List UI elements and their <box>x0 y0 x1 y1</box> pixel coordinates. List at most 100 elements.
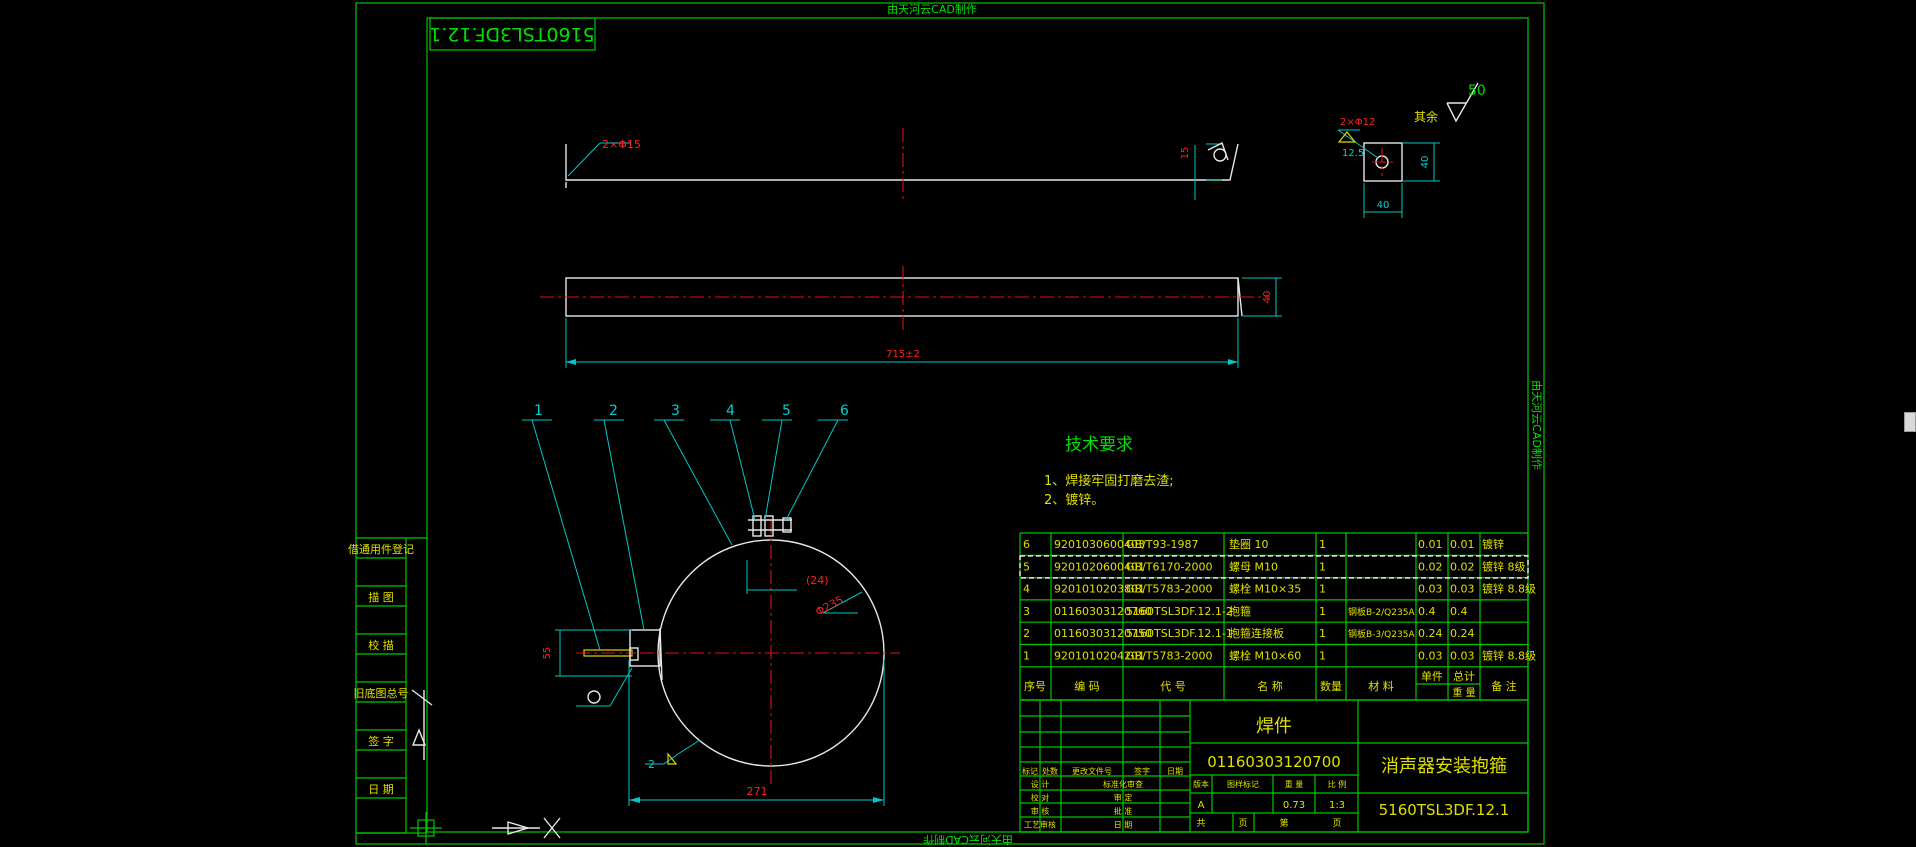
revision-label-4: 签字 <box>1134 766 1150 776</box>
section-weld-label: 2 <box>648 758 655 771</box>
drawing-number-box-text: 5160TSL3DF.12.1 <box>429 23 595 45</box>
title-stage-mark: A <box>1198 800 1205 811</box>
parts-row-4-col-3: GB/T5783-2000 <box>1126 583 1212 596</box>
parts-row-2-col-4: 抱箍连接板 <box>1229 626 1284 640</box>
title-scale: 1:3 <box>1329 800 1345 811</box>
left-panel-label-2: 描 图 <box>368 590 394 604</box>
watermark-top: 由天河云CAD制作 <box>887 2 977 16</box>
tech-req-title: 技术要求 <box>1065 435 1133 455</box>
parts-header-3: 代 号 <box>1160 680 1186 693</box>
sheet-label-1: 共 <box>1196 818 1205 829</box>
scrollbar-thumb[interactable] <box>1904 412 1916 432</box>
parts-header-8: 总计 <box>1453 669 1475 683</box>
parts-row-6-col-7: 0.01 <box>1418 538 1443 551</box>
front-view-length-dim: 715±2 <box>886 349 920 360</box>
parts-header-2: 编 码 <box>1074 679 1100 693</box>
detail-view: 2×Φ12 12.5 40 40 50 其余 <box>1337 82 1486 218</box>
parts-row-4-col-5: 1 <box>1319 583 1326 596</box>
parts-row-3-col-3: 5160TSL3DF.12.1-2 <box>1126 605 1233 618</box>
parts-row-1-col-9: 镀锌 8.8级 <box>1482 649 1536 663</box>
parts-row-5-col-8: 0.02 <box>1450 560 1475 573</box>
title-code: 01160303120700 <box>1207 753 1341 771</box>
parts-header-6: 材 料 <box>1368 679 1394 693</box>
detail-hole-label: 2×Φ12 <box>1340 117 1375 128</box>
callout-2: 2 <box>609 403 618 419</box>
stage-header-1: 图样标记 <box>1227 779 1259 789</box>
title-block: 焊件 01160303120700 消声器安装抱箍 5160TSL3DF.12.… <box>1019 699 1529 833</box>
callout-5: 5 <box>782 403 791 419</box>
top-view-hole-label: 2×Φ15 <box>602 138 641 151</box>
sheet-label-2: 页 <box>1238 818 1247 829</box>
detail-width-dim: 40 <box>1377 200 1390 211</box>
top-view-height-dim: 15 <box>1180 147 1191 160</box>
sheet-label-4: 页 <box>1332 818 1341 829</box>
role-label-2: 校 对 <box>1031 793 1050 803</box>
parts-row-4-col-2: 9201010203801 <box>1054 583 1145 596</box>
parts-row-6-col-8: 0.01 <box>1450 538 1475 551</box>
drawing-number-box: 5160TSL3DF.12.1 <box>429 17 596 51</box>
parts-header-9: 备 注 <box>1491 679 1517 693</box>
parts-row-4-col-4: 螺栓 M10×35 <box>1229 582 1301 596</box>
section-diameter-dim: Φ235 <box>813 593 845 618</box>
parts-row-3-col-6: 钢板B-2/Q235A <box>1348 606 1415 618</box>
detail-edge-offset: 12.5 <box>1342 148 1364 159</box>
parts-row-1-col-1: 1 <box>1023 650 1030 663</box>
role-label-b-1: 标准化审查 <box>1103 779 1143 789</box>
role-label-b-3: 批 准 <box>1114 806 1133 816</box>
callout-6: 6 <box>840 403 849 419</box>
callout-1: 1 <box>534 403 543 419</box>
role-label-b-2: 审 定 <box>1114 793 1133 803</box>
parts-row-5-col-7: 0.02 <box>1418 560 1443 573</box>
parts-row-3-col-5: 1 <box>1319 605 1326 618</box>
left-panel-label-1: 借通用件登记 <box>348 542 414 556</box>
section-gap-dim: (24) <box>806 574 829 587</box>
parts-row-3-col-8: 0.4 <box>1450 605 1468 618</box>
revision-label-3: 更改文件号 <box>1072 766 1112 776</box>
tech-requirements: 技术要求 1、焊接牢固打磨去渣; 2、镀锌。 <box>1044 435 1174 508</box>
parts-row-6-col-1: 6 <box>1023 538 1030 551</box>
parts-row-6-col-9: 镀锌 <box>1482 537 1504 551</box>
detail-height-dim: 40 <box>1420 156 1431 169</box>
parts-header-weight: 重 量 <box>1452 686 1475 699</box>
parts-header-5: 数量 <box>1320 680 1342 693</box>
watermark-right: 由天河云CAD制作 <box>1530 380 1544 470</box>
parts-row-3-col-4: 抱箍 <box>1229 604 1251 618</box>
parts-row-6-col-5: 1 <box>1319 538 1326 551</box>
role-label-3: 审 核 <box>1031 806 1050 816</box>
parts-row-4-col-8: 0.03 <box>1450 583 1475 596</box>
parts-row-1-col-4: 螺栓 M10×60 <box>1229 649 1301 663</box>
tech-req-item-1: 1、焊接牢固打磨去渣; <box>1044 473 1174 489</box>
left-panel-label-6: 日 期 <box>368 783 394 796</box>
parts-row-1-col-8: 0.03 <box>1450 650 1475 663</box>
revision-label-1: 标记 <box>1022 766 1038 776</box>
parts-row-4-col-7: 0.03 <box>1418 583 1443 596</box>
tech-req-item-2: 2、镀锌。 <box>1044 492 1104 508</box>
section-overall-dim: 271 <box>747 785 768 798</box>
parts-row-6-col-4: 垫圈 10 <box>1229 537 1269 551</box>
left-panel-label-4: 旧底图总号 <box>354 686 409 700</box>
stage-header-2: 重 量 <box>1285 779 1304 789</box>
watermark-bottom: 由天河云CAD制作 <box>923 833 1013 847</box>
frame-markers <box>410 689 561 844</box>
role-label-4: 工艺审核 <box>1024 820 1056 830</box>
parts-row-4-col-9: 镀锌 8.8级 <box>1482 582 1536 596</box>
role-label-1: 设 计 <box>1031 779 1050 789</box>
parts-row-1-col-2: 9201010204201 <box>1054 650 1145 663</box>
parts-row-6-col-2: 9201030600403 <box>1054 538 1145 551</box>
left-panel-label-3: 校 描 <box>368 638 394 652</box>
revision-label-5: 日期 <box>1167 767 1183 776</box>
parts-row-2-col-6: 钢板B-3/Q235A <box>1348 628 1415 640</box>
parts-row-1-col-7: 0.03 <box>1418 650 1443 663</box>
parts-row-3-col-2: 01160303120760 <box>1054 605 1152 618</box>
parts-header-4: 名 称 <box>1257 679 1283 693</box>
parts-row-6-col-3: GB/T93-1987 <box>1126 538 1198 551</box>
title-name: 消声器安装抱箍 <box>1381 756 1507 777</box>
parts-row-3-col-7: 0.4 <box>1418 605 1436 618</box>
parts-row-5-col-2: 9201020600401 <box>1054 560 1145 573</box>
parts-row-5-col-1: 5 <box>1023 560 1030 573</box>
parts-row-5-col-3: GB/T6170-2000 <box>1126 560 1212 573</box>
parts-row-2-col-7: 0.24 <box>1418 627 1443 640</box>
revision-label-2: 处数 <box>1042 766 1058 776</box>
